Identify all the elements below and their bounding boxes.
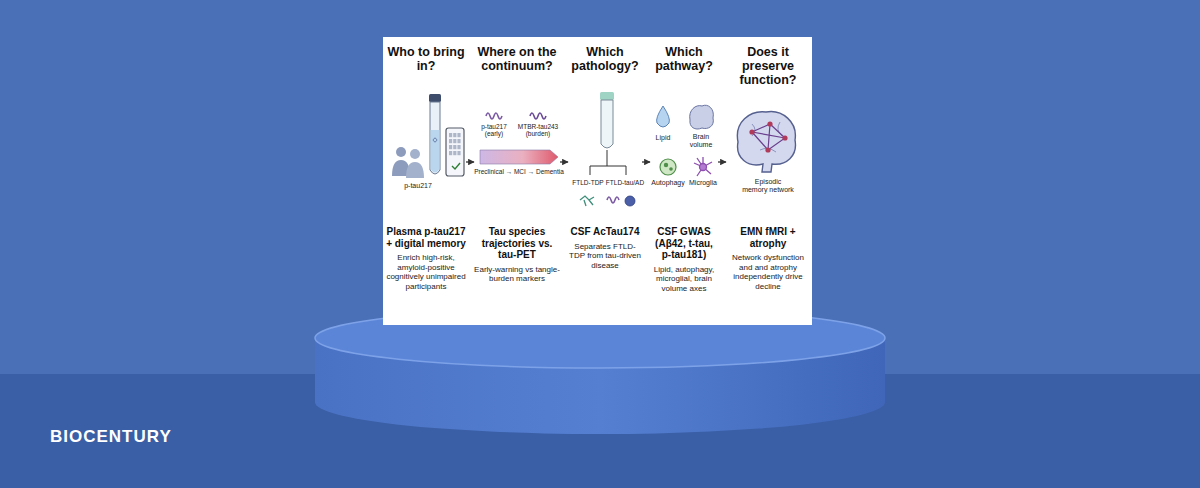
brain-icon — [690, 105, 714, 129]
network-brain — [737, 112, 795, 172]
pathway-label: Brain volume — [684, 133, 718, 148]
method-note: Early-warning vs tangle-burden markers — [474, 265, 560, 284]
column-question: Who to bring in? — [386, 45, 466, 99]
pathway-label: Autophagy — [651, 179, 684, 187]
method-title: CSF GWAS (Aβ42, t-tau, p-tau181) — [650, 226, 718, 261]
flow-arrow — [466, 161, 474, 162]
phone-key — [453, 133, 456, 137]
phone-key — [453, 151, 456, 155]
marker-label: p-tau217 — [404, 182, 432, 190]
tube-liquid — [431, 130, 440, 173]
flow-arrow — [642, 161, 650, 162]
brand-logo: BIOCENTURY — [50, 428, 172, 447]
autophagy-dot — [669, 167, 673, 171]
phone-icon — [446, 128, 464, 176]
tube-cap — [600, 92, 614, 100]
person-body — [392, 160, 410, 176]
brain-fold — [752, 122, 782, 152]
tube-cap — [429, 94, 441, 102]
backdrop — [0, 0, 1200, 374]
phone-key — [449, 145, 452, 149]
tube-body — [601, 100, 613, 148]
tdp-icon — [580, 196, 594, 206]
species-label: MTBR-tau243 (burden) — [516, 123, 560, 137]
method-note: Enrich high-risk, amyloid-positive cogni… — [386, 253, 466, 291]
column-panel: Who to bring in? Plasma p-tau217 + digita… — [386, 45, 466, 291]
method-title: CSF AcTau174 — [568, 226, 642, 238]
phone-key — [457, 151, 460, 155]
network-node — [749, 129, 754, 134]
people-icon — [392, 147, 424, 178]
pathology-label: FTLD-tau/AD — [606, 179, 644, 186]
method-note: Lipid, autophagy, microglial, brain volu… — [650, 265, 718, 294]
method-title: Tau species trajectories vs. tau-PET — [474, 226, 560, 261]
tau-squiggle — [530, 113, 546, 119]
network-node — [782, 135, 787, 140]
autophagy-icon — [660, 159, 676, 175]
column-question: Does it preserve function? — [726, 45, 810, 99]
blood-tube — [429, 94, 441, 174]
brain-outline — [737, 112, 795, 172]
continuum-bar — [480, 150, 558, 164]
pathway-label: Lipid — [656, 134, 671, 142]
microglia-body — [700, 164, 707, 171]
column-question: Which pathology? — [568, 45, 642, 99]
flow-arrow — [718, 161, 726, 162]
method-title: EMN fMRI + atrophy — [726, 226, 810, 249]
check-mark — [452, 163, 460, 169]
pathology-label: FTLD-TDP — [572, 179, 603, 186]
tau-squiggle — [486, 113, 502, 119]
method-note: Network dysfunction and and atrophy inde… — [726, 253, 810, 291]
phone-key — [457, 133, 460, 137]
phone-key — [453, 139, 456, 143]
pathway-label: Microglia — [689, 179, 717, 187]
column-panel: Which pathway? CSF GWAS (Aβ42, t-tau, p-t… — [650, 45, 718, 293]
flow-arrow — [560, 161, 568, 162]
branch-line — [590, 150, 626, 175]
network-node — [767, 121, 772, 126]
network-label: Episodic memory network — [742, 178, 794, 193]
phone-key — [457, 145, 460, 149]
phone-key — [457, 139, 460, 143]
species-label: p-tau217 (early) — [474, 123, 514, 137]
phone-frame — [446, 128, 464, 176]
stage-label: Preclinical → MCI → Dementia — [474, 168, 564, 175]
amyloid-icon — [625, 196, 635, 206]
column-question: Where on the continuum? — [474, 45, 560, 99]
person-head — [410, 149, 420, 159]
column-question: Which pathway? — [650, 45, 718, 99]
tube-body — [430, 102, 440, 174]
column-panel: Does it preserve function? EMN fMRI + atr… — [726, 45, 810, 291]
person-head — [396, 147, 406, 157]
column-panel: Where on the continuum? Tau species traje… — [474, 45, 560, 284]
phone-key — [449, 133, 452, 137]
autophagy-dot — [664, 163, 668, 167]
network-link — [752, 124, 785, 150]
method-title: Plasma p-tau217 + digital memory — [386, 226, 466, 249]
microglia-icon — [694, 157, 712, 176]
phone-grid — [449, 133, 461, 155]
lipid-drop — [657, 106, 670, 127]
person-body — [406, 162, 424, 178]
csf-tube — [600, 92, 614, 148]
pathology-icons — [580, 196, 635, 206]
phone-key — [449, 139, 452, 143]
column-panel: Which pathology? CSF AcTau174Separates FT… — [568, 45, 642, 270]
phone-key — [453, 145, 456, 149]
phone-key — [449, 151, 452, 155]
network-node — [765, 147, 770, 152]
tau-squiggle — [607, 197, 619, 203]
method-note: Separates FTLD-TDP from tau-driven disea… — [568, 242, 642, 271]
tube-mark — [433, 138, 437, 142]
microglia-process — [694, 157, 712, 176]
